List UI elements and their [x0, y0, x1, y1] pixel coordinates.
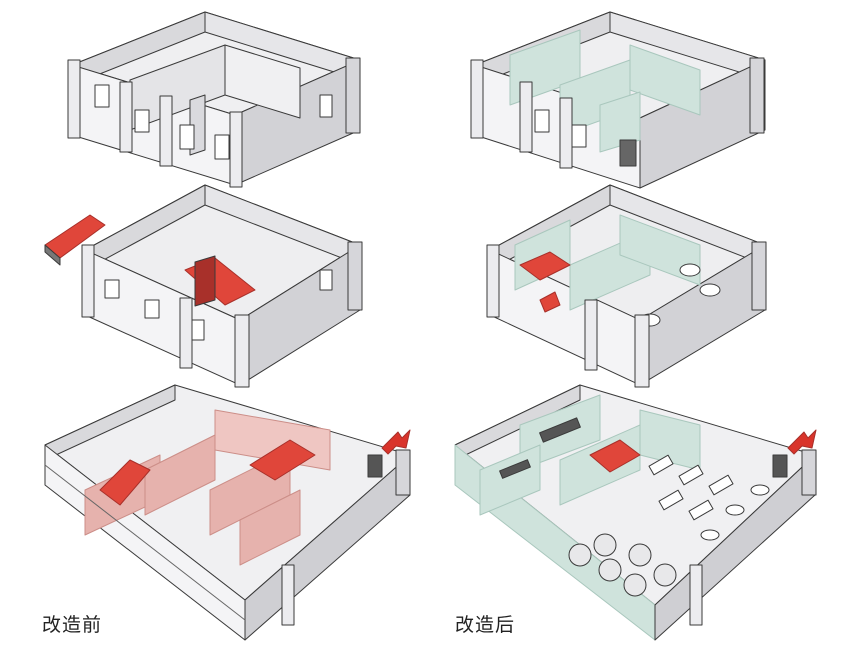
- after-top-floor: [470, 11, 766, 189]
- after-ground-floor: [454, 384, 817, 641]
- caption-before: 改造前: [42, 614, 103, 636]
- caption-after: 改造后: [455, 614, 516, 636]
- after-middle-floor: [486, 184, 767, 388]
- red-arrow-icon: [381, 429, 411, 455]
- before-middle-floor: [44, 184, 363, 388]
- before-top-floor: [67, 11, 361, 188]
- before-ground-floor: [44, 384, 411, 641]
- red-arrow-icon: [787, 429, 817, 455]
